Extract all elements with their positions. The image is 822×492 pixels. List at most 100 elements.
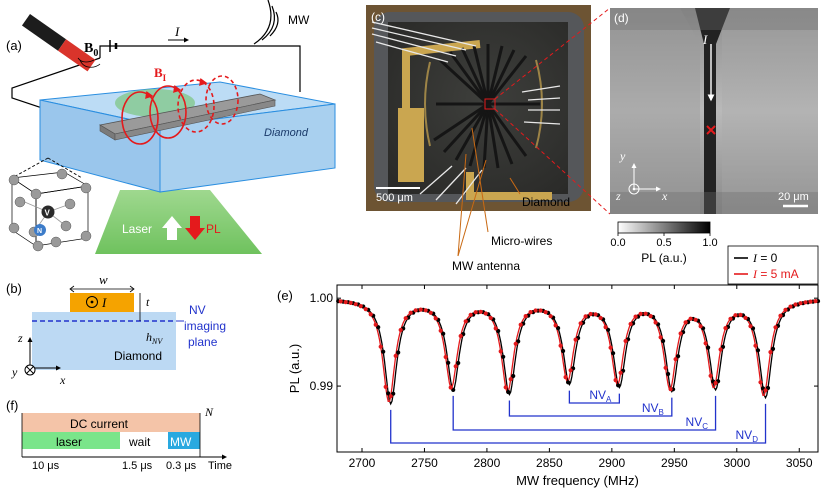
nv-bracket bbox=[390, 403, 767, 444]
panel-b: (b) I w t hNV Diamond NV imaging plane z… bbox=[6, 272, 226, 387]
data-point-series-1 bbox=[658, 335, 663, 340]
data-point-series-1 bbox=[713, 380, 718, 386]
micro-wire-section bbox=[70, 293, 134, 312]
data-point-series-1 bbox=[728, 316, 733, 321]
width-dim-heads bbox=[69, 285, 135, 293]
panel-a: (a) I B0 MW Diamond bbox=[6, 0, 336, 254]
bi-field-loop bbox=[177, 79, 215, 133]
data-point-series-1 bbox=[468, 312, 473, 317]
data-point-series-1 bbox=[648, 314, 653, 319]
data-point-series-0 bbox=[706, 345, 711, 350]
data-point-series-1 bbox=[798, 301, 803, 306]
laser-arrow bbox=[162, 216, 182, 240]
t-wait-label: 1.5 μs bbox=[122, 460, 153, 472]
data-point-series-1 bbox=[743, 315, 748, 320]
data-point-series-1 bbox=[558, 343, 563, 348]
data-point-series-1 bbox=[513, 341, 518, 346]
data-point-series-1 bbox=[408, 310, 413, 315]
data-point-series-1 bbox=[608, 345, 613, 350]
data-point-series-1 bbox=[813, 299, 818, 304]
lattice-inset bbox=[8, 168, 92, 252]
bi-arrow bbox=[145, 91, 154, 99]
data-point-series-1 bbox=[413, 308, 418, 313]
bond-wires bbox=[371, 21, 561, 205]
data-point-series-1 bbox=[388, 394, 393, 399]
inset-pointer bbox=[47, 157, 83, 179]
pl-image-bottom-edge bbox=[610, 192, 818, 214]
data-point-series-1 bbox=[483, 311, 488, 316]
x-tick-label: 3000 bbox=[723, 456, 750, 470]
data-point-series-1 bbox=[623, 338, 628, 344]
antenna-arc bbox=[424, 59, 543, 149]
data-point-series-0 bbox=[511, 373, 516, 379]
data-point-series-1 bbox=[523, 314, 528, 319]
data-point-series-1 bbox=[613, 378, 618, 383]
data-point-series-1 bbox=[698, 324, 703, 329]
data-point-series-0 bbox=[496, 328, 501, 334]
nv-label: NVA bbox=[589, 388, 612, 404]
data-point-series-1 bbox=[628, 321, 633, 327]
data-point-series-1 bbox=[638, 311, 643, 316]
data-point-series-0 bbox=[616, 383, 621, 388]
d-y-label: y bbox=[619, 149, 626, 163]
pulse-laser bbox=[22, 432, 120, 449]
nv-label: NVC bbox=[686, 415, 709, 431]
data-point-series-1 bbox=[603, 325, 608, 330]
imaging-plane-label-1: NV bbox=[189, 303, 206, 317]
data-point-series-1 bbox=[773, 325, 778, 330]
data-point-series-1 bbox=[673, 357, 678, 362]
pl-arrow bbox=[185, 216, 205, 240]
data-point-series-1 bbox=[473, 310, 478, 315]
measurement-point-icon bbox=[706, 125, 716, 135]
colorbar-tick-label: 1.0 bbox=[702, 237, 717, 249]
data-point-series-1 bbox=[653, 320, 658, 325]
d-current-label: I bbox=[702, 32, 708, 47]
bi-label: BI bbox=[154, 65, 167, 83]
nv-label: NVD bbox=[736, 428, 759, 444]
data-point-series-1 bbox=[593, 312, 598, 317]
d-z-axis-dot bbox=[632, 187, 636, 191]
data-point-series-1 bbox=[633, 314, 638, 319]
mw-antenna-pointer-2 bbox=[457, 153, 467, 257]
b0-label: B0 bbox=[84, 41, 98, 59]
t-laser-label: 10 μs bbox=[32, 460, 60, 472]
data-point-series-1 bbox=[363, 307, 368, 312]
data-point-series-0 bbox=[441, 331, 446, 336]
data-point-series-1 bbox=[618, 370, 623, 375]
data-point-series-1 bbox=[758, 380, 763, 385]
data-point-series-1 bbox=[693, 317, 698, 322]
diamond-pointer bbox=[509, 177, 521, 195]
data-point-series-1 bbox=[763, 388, 768, 393]
data-point-series-1 bbox=[708, 373, 713, 378]
zoom-line-top bbox=[494, 7, 611, 100]
data-point-series-1 bbox=[678, 331, 683, 336]
inset-pointer bbox=[11, 157, 49, 179]
panel-e-label: (e) bbox=[277, 288, 293, 303]
antenna-pad bbox=[398, 108, 424, 182]
lattice-v-label: V bbox=[45, 209, 51, 218]
data-point-series-0 bbox=[556, 326, 561, 331]
mw-antenna-pointer bbox=[457, 159, 487, 257]
data-point-series-1 bbox=[433, 316, 438, 321]
current-out-dot bbox=[90, 300, 94, 304]
data-point-series-0 bbox=[561, 348, 566, 354]
x-tick-label: 3050 bbox=[786, 456, 813, 470]
b-z-label: z bbox=[17, 331, 23, 345]
data-point-series-1 bbox=[403, 316, 408, 321]
data-point-series-1 bbox=[718, 347, 723, 352]
pl-image-right bbox=[722, 8, 818, 214]
data-point-series-1 bbox=[683, 320, 688, 325]
d-scale-label: 20 μm bbox=[778, 191, 809, 203]
c-diamond-label: Diamond bbox=[522, 195, 570, 209]
d-z-axis-icon bbox=[628, 183, 640, 195]
thickness-label: t bbox=[146, 295, 150, 309]
data-point-series-1 bbox=[563, 375, 568, 380]
data-point-series-1 bbox=[423, 308, 428, 313]
pl-image-top-edge bbox=[610, 8, 818, 30]
mw-wave bbox=[253, 0, 272, 45]
diamond-side bbox=[159, 103, 336, 193]
bi-field-loop bbox=[121, 91, 159, 145]
current-out-icon bbox=[86, 296, 98, 308]
laser-beam bbox=[95, 190, 262, 254]
